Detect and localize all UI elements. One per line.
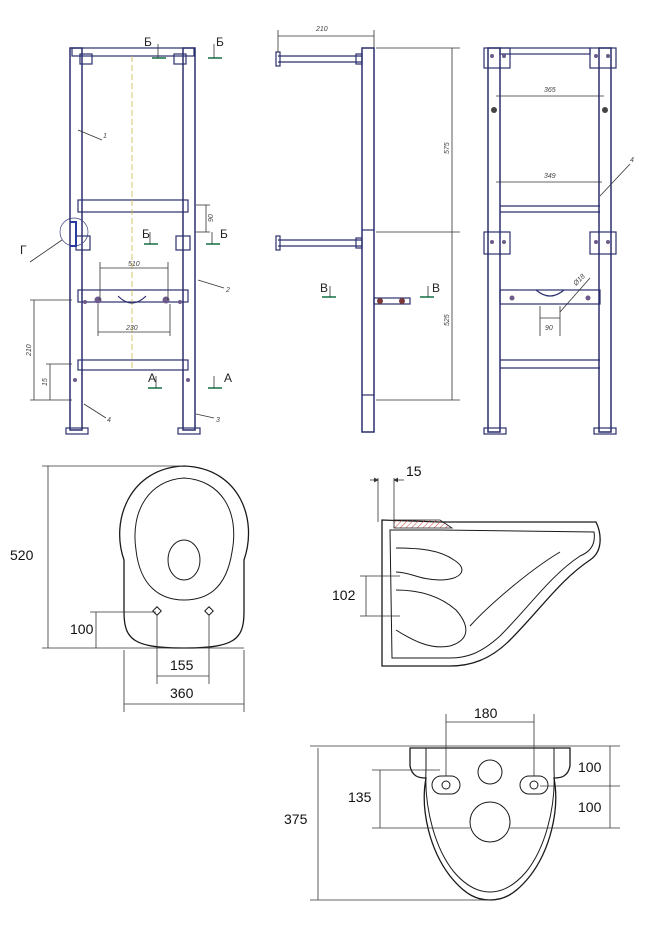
section-b-label: Б bbox=[216, 35, 224, 49]
dimension-label: 100 bbox=[70, 621, 94, 637]
section-b-label: Б bbox=[142, 227, 150, 241]
dimension-label: 365 bbox=[544, 87, 556, 94]
dimension-label: 102 bbox=[332, 587, 356, 603]
dimension-label: 510 bbox=[128, 261, 140, 268]
dimension-label: 100 bbox=[578, 759, 602, 775]
bowl-top-view: 520 100 155 360 bbox=[10, 465, 250, 712]
callout-label: 4 bbox=[107, 417, 111, 424]
section-a-label: A bbox=[148, 371, 156, 385]
dimension-label: 15 bbox=[406, 463, 422, 479]
dimension-label: 90 bbox=[208, 214, 215, 222]
dimension-label: 575 bbox=[444, 142, 451, 154]
bowl-side-view: 15 102 bbox=[332, 463, 601, 667]
side-frame-view: 210 575 525 В В bbox=[275, 26, 460, 433]
front-frame-view: Б Б Б Б A A Г 1 2 3 4 510 230 90 210 15 bbox=[20, 35, 232, 435]
section-v-label: В bbox=[432, 281, 440, 295]
callout-label: 4 bbox=[630, 157, 634, 164]
section-b-label: Б bbox=[144, 35, 152, 49]
section-v-label: В bbox=[320, 281, 328, 295]
dimension-label: 525 bbox=[444, 314, 451, 326]
callout-label: 2 bbox=[225, 287, 230, 294]
dimension-label: 90 bbox=[545, 325, 553, 332]
dimension-label: 135 bbox=[348, 789, 372, 805]
rear-frame-view: 365 349 90 Ø18 4 bbox=[483, 47, 634, 435]
dimension-label: 230 bbox=[125, 325, 138, 332]
dimension-label: 155 bbox=[170, 657, 194, 673]
dimension-label: 360 bbox=[170, 685, 194, 701]
section-a-label: A bbox=[224, 371, 232, 385]
dimension-label: 210 bbox=[315, 26, 328, 33]
section-b-label: Б bbox=[220, 227, 228, 241]
dimension-label: 180 bbox=[474, 705, 498, 721]
dimension-label: 100 bbox=[578, 799, 602, 815]
dimension-label: 349 bbox=[544, 173, 556, 180]
detail-g-label: Г bbox=[20, 243, 27, 257]
dimension-label: 520 bbox=[10, 547, 34, 563]
callout-label: 3 bbox=[216, 417, 220, 424]
callout-label: 1 bbox=[103, 133, 107, 140]
dimension-label: 375 bbox=[284, 811, 308, 827]
bowl-rear-view: 180 375 135 100 100 bbox=[284, 705, 620, 901]
dimension-label: 210 bbox=[26, 344, 33, 357]
dimension-label: 15 bbox=[42, 378, 49, 386]
dimension-label: Ø18 bbox=[572, 273, 587, 288]
